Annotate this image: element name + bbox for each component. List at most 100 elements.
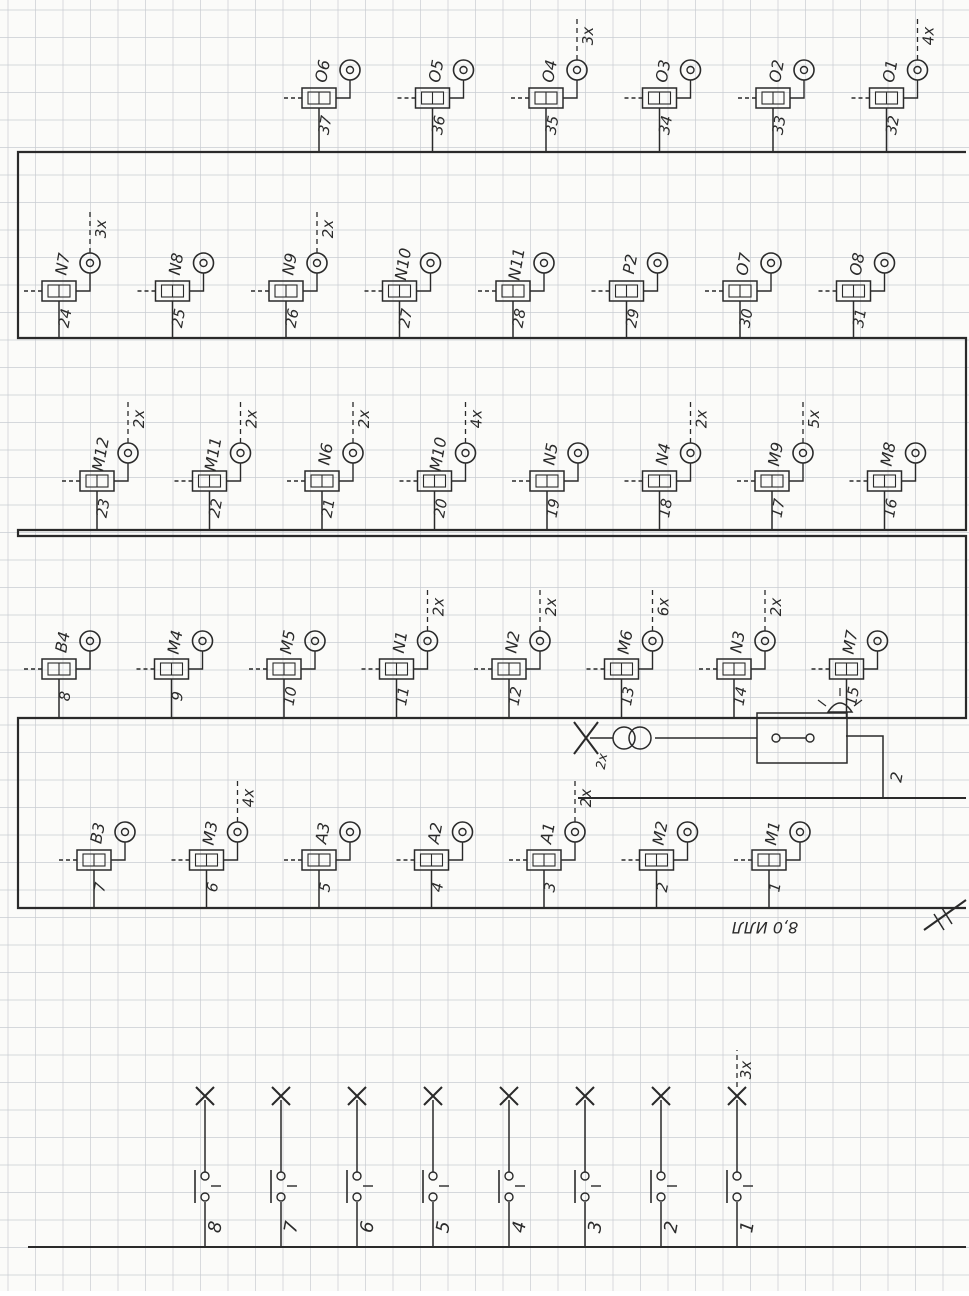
terminal-cell: A35	[284, 821, 361, 908]
push-button: 8	[194, 1086, 227, 1247]
terminal-number: 24	[55, 307, 76, 329]
terminal-name: M7	[839, 628, 862, 656]
bell-icon	[826, 702, 854, 713]
lamp-icon	[679, 59, 702, 81]
terminal-number: 6	[203, 881, 222, 894]
push-button: 2	[650, 1086, 683, 1247]
terminal-number: 27	[395, 307, 416, 329]
button-number: 7	[280, 1219, 303, 1234]
terminal-name: N10	[391, 246, 415, 281]
lamp-icon	[191, 630, 214, 652]
button-contact	[276, 1192, 286, 1202]
terminal-name: M10	[426, 436, 451, 473]
lamp-center	[426, 258, 435, 268]
push-button: 6	[346, 1086, 379, 1247]
lamp-icon	[567, 442, 589, 464]
terminal-number: 30	[736, 307, 757, 329]
lamp-icon	[646, 252, 669, 274]
multiplier-label: 2x	[542, 598, 560, 617]
lamp-wire	[76, 273, 91, 292]
terminal-number: 12	[505, 685, 526, 707]
lamp-wire	[448, 842, 464, 861]
lamp-wire	[901, 463, 917, 482]
button-number: 5	[432, 1220, 455, 1235]
terminal-name: O7	[732, 250, 755, 277]
lamp-center	[348, 448, 358, 458]
terminal-name: N9	[278, 251, 301, 276]
terminal-number: 26	[282, 307, 303, 329]
terminal-number: 14	[730, 685, 751, 707]
terminal-number: 9	[168, 690, 187, 703]
push-button: 5	[422, 1086, 455, 1247]
terminal-name: N5	[539, 441, 562, 466]
terminal-number: 22	[205, 497, 226, 519]
lamp-center	[880, 258, 889, 268]
lamp-wire	[189, 273, 205, 292]
lamp-wire	[561, 842, 576, 861]
lamp-icon	[641, 630, 664, 652]
lamp-wire	[223, 842, 239, 861]
terminal-number: 34	[655, 114, 676, 136]
terminal-number: 20	[430, 497, 451, 519]
lamp-center	[345, 827, 355, 837]
terminal-number: 23	[93, 497, 114, 519]
lamp-icon	[564, 821, 586, 843]
lamp-center	[913, 65, 922, 75]
button-contact	[276, 1171, 286, 1181]
bell-ray	[853, 699, 863, 707]
lamp-wire	[451, 463, 467, 482]
lamp-icon	[114, 821, 136, 843]
x-mark-icon	[573, 721, 599, 755]
terminal-number: 2	[653, 881, 672, 894]
terminal-name: O1	[879, 58, 902, 84]
terminal-number: 33	[769, 114, 790, 136]
lamp-wire	[339, 463, 354, 482]
supply-terminal-number: 2	[886, 770, 906, 783]
lamp-center	[458, 827, 467, 837]
lamp-center	[345, 65, 355, 75]
main-bus	[16, 150, 968, 910]
lamp-wire	[301, 651, 316, 670]
lamp-center	[911, 448, 920, 458]
lamp-icon	[79, 630, 101, 652]
terminal-number: 19	[543, 497, 564, 519]
terminal-name: O3	[652, 58, 675, 84]
lamp-icon	[339, 59, 361, 81]
lamp-icon	[339, 821, 361, 843]
lamp-icon	[533, 252, 555, 274]
lamp-icon	[529, 630, 551, 652]
terminal-number: 21	[318, 497, 339, 519]
terminal-name: N3	[726, 629, 749, 654]
bus-lines	[16, 150, 968, 1248]
button-number: 3	[584, 1220, 607, 1235]
terminal-number: 28	[509, 307, 530, 329]
multiplier-label: 5x	[805, 410, 823, 429]
lamp-wire	[863, 651, 879, 670]
terminal-number: 16	[880, 497, 901, 519]
lamp-wire	[638, 651, 654, 670]
x-mark-icon	[575, 1086, 595, 1106]
lamp-icon	[754, 630, 776, 652]
button-contact	[200, 1171, 210, 1181]
lamp-center	[539, 258, 549, 268]
terminal-name: B3	[86, 821, 108, 845]
multiplier-label: 6x	[655, 598, 673, 617]
terminal-name: M8	[877, 441, 900, 468]
terminal-cell: O7 30	[705, 250, 782, 338]
x-mark-icon	[423, 1086, 443, 1106]
lamp-wire	[188, 651, 204, 670]
terminal-name: M3	[199, 820, 222, 847]
lamp-center	[535, 636, 545, 646]
